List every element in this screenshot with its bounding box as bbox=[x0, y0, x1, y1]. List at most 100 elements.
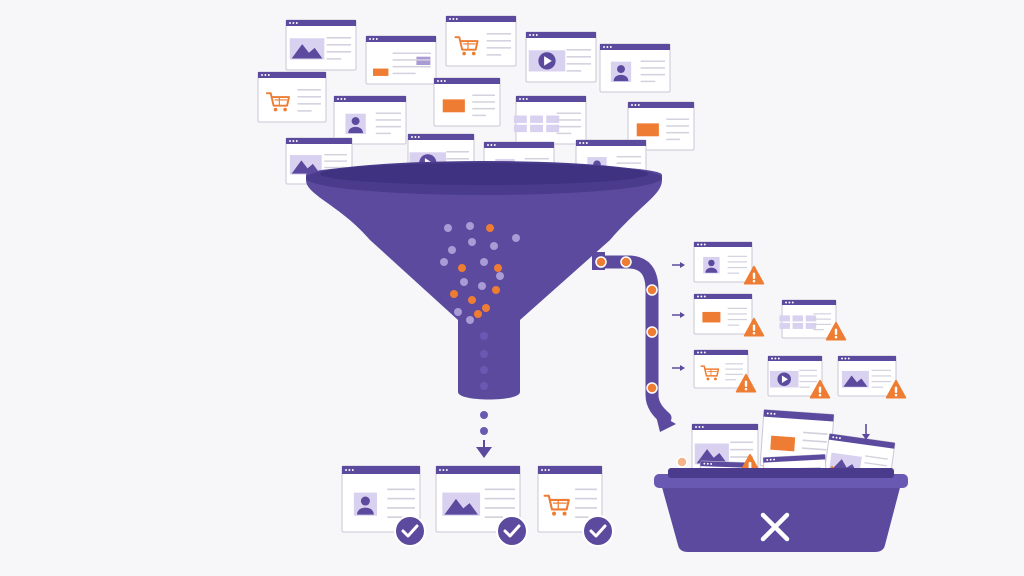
text-line bbox=[727, 255, 747, 257]
warning-icon bbox=[743, 265, 765, 285]
cart-wheel bbox=[471, 51, 476, 56]
text-line bbox=[813, 313, 831, 315]
text-line bbox=[864, 461, 887, 467]
window-dot bbox=[579, 142, 581, 144]
web-page-card bbox=[341, 465, 421, 533]
window-dot bbox=[267, 74, 270, 76]
particle bbox=[482, 304, 490, 312]
window-dot bbox=[261, 74, 263, 76]
web-page-card bbox=[837, 355, 897, 397]
text-line bbox=[813, 318, 831, 320]
web-page-card bbox=[779, 299, 837, 339]
mountain-icon bbox=[291, 160, 320, 174]
window-dot bbox=[348, 469, 351, 471]
warning-mark bbox=[752, 324, 756, 331]
text-line bbox=[666, 138, 680, 141]
text-line bbox=[666, 131, 689, 134]
text-line bbox=[297, 103, 321, 105]
text-line bbox=[727, 261, 747, 263]
window-dot bbox=[375, 38, 378, 40]
text-line bbox=[387, 507, 415, 509]
grid-icon bbox=[513, 124, 527, 133]
text-line bbox=[486, 33, 511, 35]
window-dot bbox=[700, 351, 703, 354]
cart-icon bbox=[454, 36, 479, 51]
card-title-bar bbox=[538, 466, 602, 474]
banner-icon bbox=[636, 123, 659, 137]
card-title-bar bbox=[526, 32, 596, 38]
particle bbox=[512, 234, 520, 242]
window-dot bbox=[490, 144, 493, 146]
mountain-icon bbox=[696, 449, 727, 464]
reject-arrows bbox=[672, 262, 685, 371]
sorting-particles bbox=[440, 222, 520, 390]
grid-icon bbox=[513, 115, 527, 123]
grid-icon bbox=[792, 322, 804, 329]
window-dot bbox=[695, 426, 697, 428]
particle bbox=[480, 366, 488, 374]
card-title-bar bbox=[768, 356, 822, 361]
web-page-card bbox=[513, 95, 587, 145]
card-title-bar bbox=[628, 102, 694, 108]
text-line bbox=[392, 52, 431, 54]
text-line bbox=[472, 114, 486, 117]
output-arrow-head bbox=[476, 447, 492, 458]
card-title-bar bbox=[838, 356, 896, 361]
particle bbox=[474, 310, 482, 318]
window-dot bbox=[289, 140, 291, 142]
particle bbox=[444, 224, 452, 232]
banner-icon bbox=[373, 68, 389, 76]
window-dot bbox=[777, 357, 780, 360]
window-dot bbox=[706, 462, 709, 465]
window-dot bbox=[351, 469, 354, 471]
window-dot bbox=[529, 34, 531, 36]
text-line bbox=[472, 101, 495, 103]
text-line bbox=[799, 386, 810, 388]
web-page-card bbox=[365, 35, 437, 85]
card-title-bar bbox=[334, 96, 406, 102]
cart-icon bbox=[265, 92, 290, 107]
text-line bbox=[725, 363, 743, 365]
check-icon bbox=[582, 515, 614, 547]
card-title-bar bbox=[286, 138, 352, 144]
web-page-card bbox=[435, 465, 521, 533]
x-icon bbox=[760, 512, 790, 542]
text-line bbox=[813, 329, 824, 331]
particle bbox=[480, 382, 488, 390]
window-dot bbox=[369, 38, 371, 40]
window-dot bbox=[544, 469, 547, 471]
funnel-mouth bbox=[320, 163, 648, 185]
particle bbox=[460, 278, 468, 286]
cart-wheel bbox=[462, 51, 466, 56]
particle bbox=[480, 332, 488, 340]
window-dot bbox=[703, 243, 706, 246]
window-dot bbox=[525, 98, 528, 100]
window-dot bbox=[603, 46, 605, 48]
text-line bbox=[730, 441, 753, 444]
particle bbox=[450, 290, 458, 298]
reject-arrowhead bbox=[680, 365, 685, 371]
grid-icon bbox=[805, 322, 817, 329]
profile-body bbox=[613, 74, 629, 82]
particle bbox=[480, 258, 488, 266]
window-dot bbox=[449, 18, 451, 20]
text-line bbox=[484, 488, 515, 491]
cart-wheel bbox=[714, 377, 717, 381]
window-dot bbox=[791, 301, 794, 304]
card-title-bar bbox=[516, 96, 586, 102]
card-title-bar bbox=[828, 433, 896, 449]
window-dot bbox=[701, 426, 704, 428]
grid-icon bbox=[792, 315, 804, 322]
check-icon bbox=[394, 515, 426, 547]
window-dot bbox=[445, 469, 448, 471]
window-dot bbox=[773, 412, 776, 415]
reject-path-nodes bbox=[595, 256, 658, 394]
card-title-bar bbox=[763, 454, 826, 463]
web-page-card bbox=[627, 101, 695, 151]
warning-icon bbox=[825, 321, 847, 341]
text-line bbox=[799, 380, 817, 383]
cart-wheel bbox=[273, 107, 278, 112]
text-line bbox=[387, 516, 404, 519]
text-line bbox=[566, 49, 591, 51]
grid-icon bbox=[530, 124, 543, 133]
